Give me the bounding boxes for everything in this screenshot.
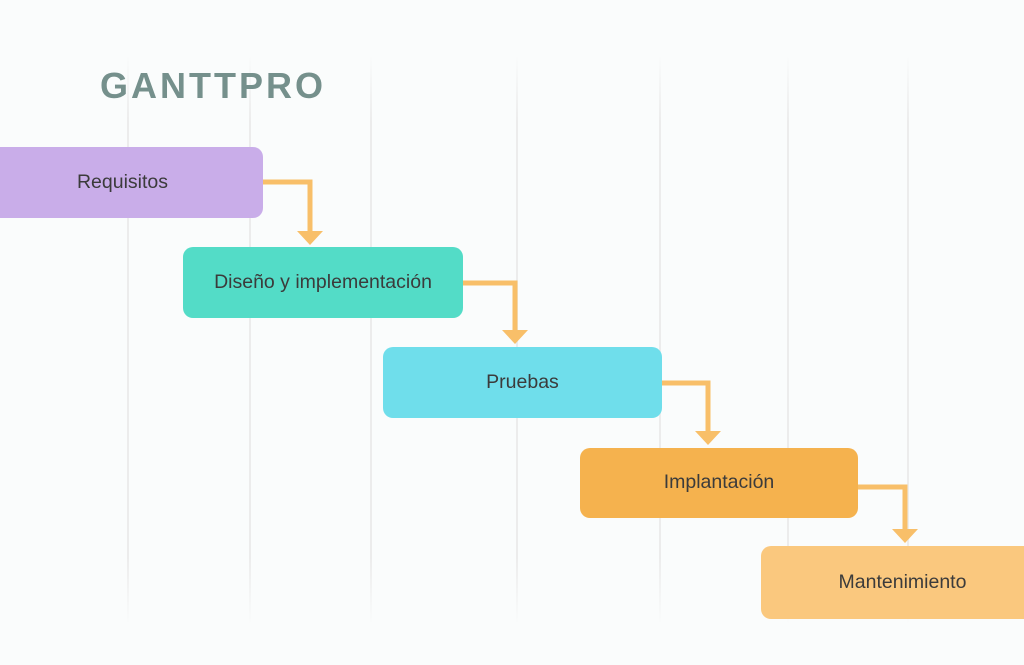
step-requisitos: Requisitos [0, 147, 263, 218]
step-mantenimiento: Mantenimiento [761, 546, 1024, 619]
arrow-implantacion-to-mantenimiento [858, 484, 918, 543]
step-label: Mantenimiento [838, 570, 967, 593]
ganttpro-logo: GANTTPRO [100, 65, 326, 106]
background-gridline [516, 55, 518, 625]
arrow-requisitos-to-diseno [263, 179, 323, 245]
step-label: Implantación [663, 471, 775, 494]
background-gridline [127, 55, 129, 625]
step-label: Requisitos [76, 170, 169, 193]
background-gridline [370, 55, 372, 625]
step-label: Diseño y implementación [214, 270, 432, 293]
background-gridline [659, 55, 661, 625]
background-gridline [787, 55, 789, 625]
arrow-diseno-to-pruebas [463, 280, 528, 344]
step-diseno-y-implementacion: Diseño y implementación [183, 247, 463, 318]
step-label: Pruebas [486, 370, 559, 393]
step-pruebas: Pruebas [383, 347, 662, 418]
arrow-pruebas-to-implantacion [662, 380, 721, 445]
background-gridline [907, 55, 909, 625]
background-gridline [249, 55, 251, 625]
step-implantacion: Implantación [580, 448, 858, 518]
